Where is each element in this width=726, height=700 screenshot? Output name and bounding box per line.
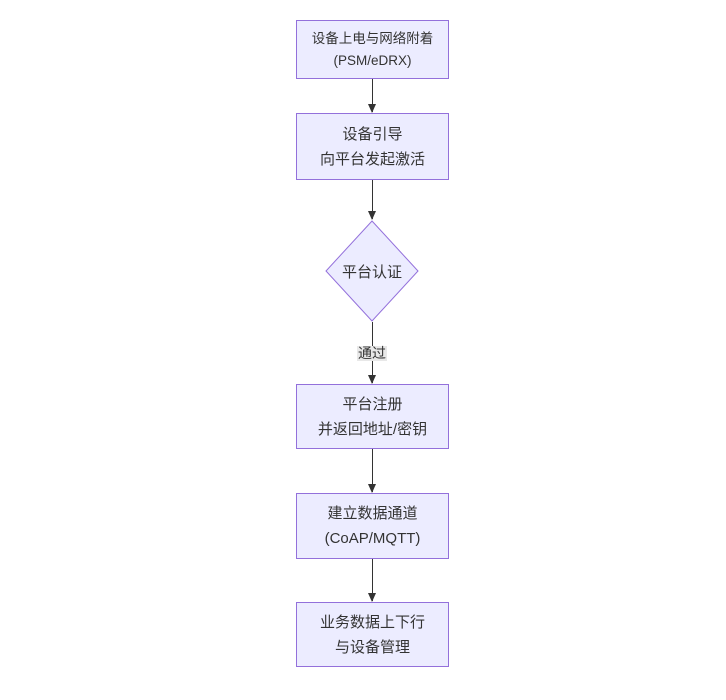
node-label-line: 向平台发起激活 (319, 150, 425, 168)
node-label-line: 与设备管理 (334, 638, 410, 656)
arrowhead-down-icon (368, 375, 376, 384)
arrow-channel-to-business (367, 559, 377, 602)
node-label-line: 并返回地址/密钥 (317, 420, 428, 438)
node-platform-register: 平台注册 并返回地址/密钥 (296, 384, 449, 449)
node-label-line: 设备上电与网络附着 (311, 30, 434, 46)
node-label-line: 平台注册 (342, 395, 403, 413)
arrow-line (371, 559, 373, 601)
arrowhead-down-icon (368, 104, 376, 113)
arrowhead-down-icon (368, 593, 376, 602)
arrow-line (371, 79, 373, 112)
node-label-line: (CoAP/MQTT) (324, 530, 421, 547)
arrowhead-down-icon (368, 484, 376, 493)
node-label-line: 建立数据通道 (327, 505, 418, 522)
decision-platform-auth: 平台认证 (325, 220, 419, 322)
arrowhead-down-icon (368, 211, 376, 220)
arrow-bootstrap-to-auth (367, 180, 377, 220)
node-label-line: (PSM/eDRX) (333, 52, 412, 68)
node-label-line: 平台认证 (341, 263, 402, 281)
node-label-line: 业务数据上下行 (319, 613, 425, 631)
node-device-power-attach: 设备上电与网络附着 (PSM/eDRX) (296, 20, 449, 79)
node-device-bootstrap: 设备引导 向平台发起激活 (296, 113, 449, 180)
arrow-line (371, 180, 373, 219)
node-label-line: 设备引导 (342, 125, 403, 143)
edge-label-pass: 通过 (357, 345, 387, 361)
arrow-power-to-bootstrap (367, 79, 377, 113)
arrow-register-to-channel (367, 449, 377, 493)
node-business-data: 业务数据上下行 与设备管理 (296, 602, 449, 667)
arrow-line (371, 449, 373, 492)
diamond-shape (325, 220, 419, 322)
node-data-channel: 建立数据通道 (CoAP/MQTT) (296, 493, 449, 559)
